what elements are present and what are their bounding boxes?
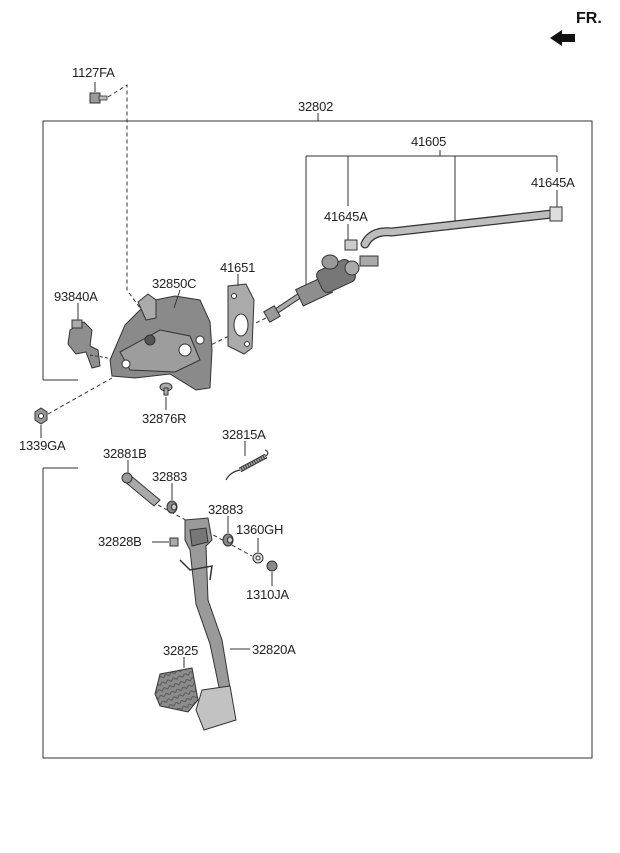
label-1127fa: 1127FA xyxy=(72,65,115,80)
label-32883-upper: 32883 xyxy=(152,469,188,484)
bolt-1127fa xyxy=(89,92,108,104)
label-32883-lower: 32883 xyxy=(208,502,244,517)
label-1339ga: 1339GA xyxy=(19,438,66,453)
front-direction-label: FR. xyxy=(576,10,602,27)
label-32850c: 32850C xyxy=(152,276,197,291)
leader-32850c xyxy=(173,289,181,309)
nut-1310ja xyxy=(266,560,278,572)
stopper-32876r xyxy=(159,382,173,396)
assembly-frame xyxy=(42,120,593,759)
label-32828b: 32828B xyxy=(98,534,142,549)
switch-93840a xyxy=(67,319,109,369)
label-93840a: 93840A xyxy=(54,289,98,304)
master-cylinder xyxy=(263,254,379,323)
bushing-32883-lower xyxy=(222,533,234,547)
bushing-32883-upper xyxy=(166,500,178,514)
label-32881b: 32881B xyxy=(103,446,147,461)
label-41651: 41651 xyxy=(220,260,256,275)
pedal-pad-32825 xyxy=(154,667,199,713)
front-direction-arrow-icon xyxy=(550,30,575,46)
clutch-hose-41605 xyxy=(360,206,563,249)
washer-1360gh xyxy=(252,552,264,564)
label-41645a-left: 41645A xyxy=(324,209,368,224)
label-1360gh: 1360GH xyxy=(236,522,284,537)
spring-32815a xyxy=(225,449,269,481)
dashed-guide-1127fa xyxy=(107,84,141,309)
dashed-guide-32881b xyxy=(157,504,253,557)
bolt-32881b xyxy=(121,472,161,507)
label-32820a: 32820A xyxy=(252,642,296,657)
leaders-41605 xyxy=(305,150,558,286)
label-41605: 41605 xyxy=(411,134,447,149)
pedal-bracket-32850c xyxy=(109,293,213,391)
pedal-arm-32820a xyxy=(179,517,231,693)
pin-32828b xyxy=(169,537,179,547)
dashed-guide-1339ga xyxy=(47,377,113,415)
label-32825: 32825 xyxy=(163,643,199,658)
gasket-41651 xyxy=(227,283,255,355)
label-32815a: 32815A xyxy=(222,427,266,442)
label-41645a-right: 41645A xyxy=(531,175,575,190)
nut-1339ga xyxy=(34,407,48,425)
clip-41645a-left xyxy=(344,239,358,251)
label-1310ja: 1310JA xyxy=(246,587,289,602)
pedal-pad-light xyxy=(195,685,237,731)
label-32802: 32802 xyxy=(298,99,334,114)
label-32876r: 32876R xyxy=(142,411,187,426)
